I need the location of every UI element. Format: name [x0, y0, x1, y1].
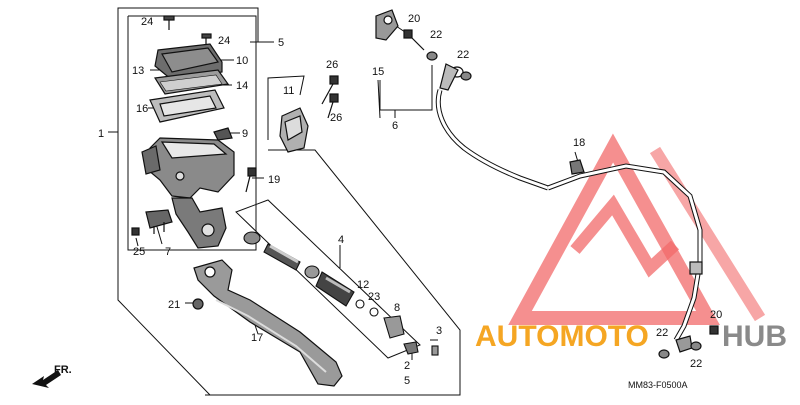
master-cylinder-parts — [131, 15, 339, 249]
part-label-5: 5 — [278, 37, 284, 49]
part-label-4: 4 — [338, 234, 344, 246]
part-label-24: 24 — [141, 16, 153, 28]
front-direction-label: FR. — [54, 364, 72, 376]
part-label-1: 1 — [98, 128, 104, 140]
part-label-22: 22 — [430, 29, 442, 41]
part-label-20: 20 — [710, 309, 722, 321]
screw-24a — [163, 15, 175, 30]
watermark-logo — [508, 133, 766, 325]
part-label-6: 6 — [392, 120, 398, 132]
watermark-text-left: AUTOMOTO — [475, 320, 649, 353]
part-label-18: 18 — [573, 137, 585, 149]
part-label-5: 5 — [404, 375, 410, 387]
part-label-19: 19 — [268, 174, 280, 186]
part-label-25: 25 — [133, 246, 145, 258]
part-label-11: 11 — [283, 85, 294, 97]
part-label-24: 24 — [218, 35, 230, 47]
part-label-9: 9 — [242, 128, 248, 140]
brake-hose — [375, 9, 719, 359]
part-label-14: 14 — [236, 80, 248, 92]
watermark-text: AUTOMOTO HUB — [475, 320, 787, 353]
piston-kit — [243, 231, 439, 356]
part-label-22: 22 — [457, 49, 469, 61]
part-label-12: 12 — [357, 279, 369, 291]
part-label-2: 2 — [404, 360, 410, 372]
watermark-text-right: HUB — [722, 320, 787, 353]
part-label-26: 26 — [326, 59, 338, 71]
part-label-20: 20 — [408, 13, 420, 25]
part-label-13: 13 — [132, 65, 144, 77]
part-label-8: 8 — [394, 302, 400, 314]
drawing-code: MM83-F0500A — [628, 380, 688, 390]
part-label-21: 21 — [168, 299, 180, 311]
brake-lever — [192, 259, 343, 387]
part-label-7: 7 — [165, 246, 171, 258]
front-direction-arrow: FR. — [32, 364, 72, 388]
part-label-26: 26 — [330, 112, 342, 124]
part-label-16: 16 — [136, 103, 148, 115]
part-label-10: 10 — [236, 55, 248, 67]
part-label-22: 22 — [690, 358, 702, 370]
part-label-15: 15 — [372, 66, 384, 78]
part-label-3: 3 — [436, 325, 442, 337]
part-label-23: 23 — [368, 291, 380, 303]
part-label-17: 17 — [251, 332, 263, 344]
part-label-22: 22 — [656, 327, 668, 339]
